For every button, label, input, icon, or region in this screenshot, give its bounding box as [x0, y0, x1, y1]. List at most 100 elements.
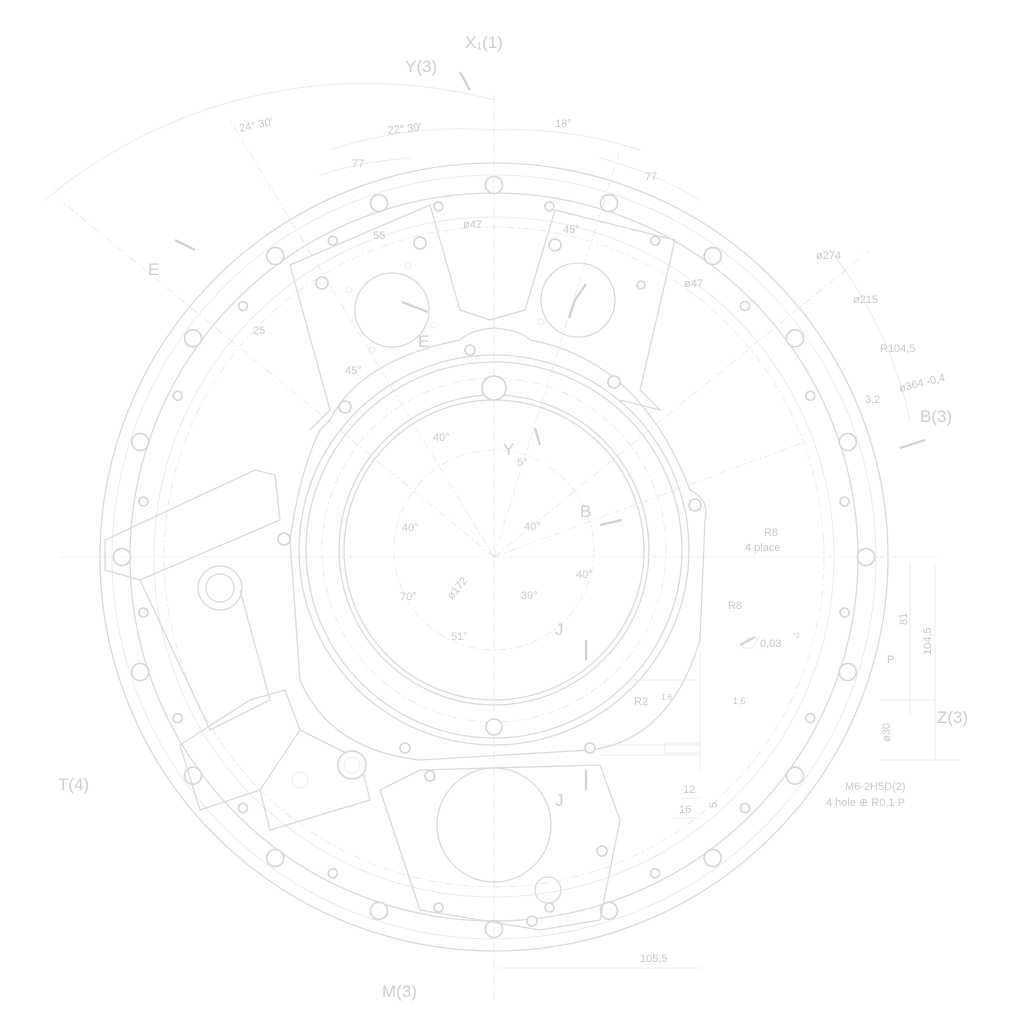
dim-25: 25 — [253, 325, 265, 337]
flange-bolt-hole — [599, 901, 619, 921]
label-b: B — [580, 502, 591, 521]
flange-small-hole — [138, 607, 149, 618]
dimension-labels: 24° 30′ 22° 30′ 18° 77 77 55 ø47 ø47 45°… — [238, 116, 946, 965]
flange-small-hole — [839, 607, 850, 618]
dim-d364: ø364 -0,4 — [898, 372, 947, 395]
left-arm-assembly — [104, 469, 371, 831]
note-holes: 4 hole ⊕ R0,1 P — [826, 797, 905, 809]
dim-40-top: 40° — [433, 432, 450, 444]
dim-22-30: 22° 30′ — [387, 121, 422, 136]
flange-bolt-hole — [183, 328, 203, 348]
label-z3: Z(3) — [937, 708, 968, 727]
dim-rough-1: 1,6 — [661, 693, 673, 702]
center-lines — [59, 95, 940, 1000]
dim-d274: ø274 — [816, 250, 841, 262]
angular-dimension-arcs — [44, 82, 911, 421]
flange-small-hole — [433, 201, 444, 212]
flange-bolt-hole — [703, 848, 723, 868]
dim-r8-place: R8 — [764, 527, 778, 539]
dim-24-30: 24° 30′ — [238, 116, 274, 135]
notes: M6-2H5D(2) 4 hole ⊕ R0,1 P — [826, 781, 906, 809]
flange-small-hole — [544, 201, 555, 212]
flange-small-hole — [739, 300, 751, 312]
label-j-lower: J — [555, 791, 564, 810]
dim-12: 12 — [683, 784, 695, 796]
dim-d30: ø30 — [881, 723, 893, 742]
dim-51: 51° — [451, 631, 468, 643]
flange-bolt-hole — [130, 432, 150, 452]
flange-small-hole — [544, 902, 555, 913]
dim-4-place: 4 place — [745, 542, 780, 554]
flange-small-hole — [433, 902, 444, 913]
flange-small-hole — [839, 496, 850, 507]
upper-bores — [289, 204, 676, 431]
dim-3-2: 3,2 — [865, 394, 880, 406]
flange-small-hole — [237, 802, 249, 814]
dim-rough-2: 1,6 — [733, 696, 746, 706]
dim-45-left: 45° — [345, 365, 362, 377]
note-thread: M6-2H5D(2) — [845, 781, 906, 793]
dim-flatness: 0,03 — [760, 638, 781, 650]
flange-small-hole — [804, 712, 816, 724]
label-e: E — [148, 260, 159, 279]
flange-small-hole — [649, 235, 661, 246]
label-m3: M(3) — [382, 982, 417, 1001]
flange-bolt-hole — [369, 901, 389, 921]
dim-flatness-sup: *2 — [793, 633, 800, 640]
flange-bolt-hole — [838, 432, 858, 452]
dim-r104: R104,5 — [880, 343, 915, 355]
dim-16: 16 — [679, 804, 691, 816]
central-housing — [277, 327, 707, 761]
label-x1: X₁(1) — [465, 33, 503, 52]
dim-40-mid: 40° — [524, 521, 541, 533]
flange-bolt-hole — [599, 193, 619, 213]
dim-105-5: 105,5 — [640, 953, 668, 965]
dim-39: 39° — [521, 590, 538, 602]
flange-small-hole — [138, 496, 149, 507]
dim-r2: R2 — [634, 696, 648, 708]
flange-bolt-hole — [785, 766, 805, 786]
bottom-bore — [379, 764, 621, 931]
flange-small-hole — [327, 867, 339, 879]
label-e-inner: E — [418, 332, 429, 351]
dim-77-right: 77 — [645, 171, 657, 183]
dim-104-5: 104,5 — [922, 627, 934, 655]
flatness-symbol — [741, 637, 759, 649]
dim-d172: ø172 — [445, 575, 470, 602]
flange-bolt-hole — [265, 848, 285, 868]
flange-small-hole — [327, 235, 339, 246]
dim-d47-left: ø47 — [463, 219, 482, 231]
dim-40-left: 40° — [402, 522, 419, 534]
dim-d215: ø215 — [853, 294, 878, 306]
label-j-upper: J — [555, 620, 564, 639]
dim-18: 18° — [555, 118, 572, 130]
section-labels: X₁(1) Y(3) E E B(3) B Y Z(3) T(4) M(3) J… — [58, 33, 968, 1001]
flange-bolt-hole — [703, 246, 723, 266]
small-hole-ring — [138, 201, 850, 913]
label-y3: Y(3) — [405, 57, 437, 76]
dim-5: 5° — [517, 457, 528, 469]
flange-small-hole — [172, 712, 183, 724]
dim-45-right: 45° — [563, 224, 580, 236]
label-y: Y — [503, 440, 514, 459]
dim-r8: R8 — [728, 600, 742, 612]
dim-81: 81 — [898, 613, 910, 625]
bolt-hole-ring — [112, 175, 876, 939]
dim-55: 55 — [373, 230, 385, 242]
flange-bolt-hole — [838, 662, 858, 682]
flange-bolt-hole — [785, 328, 805, 348]
flange-bolt-hole — [369, 193, 389, 213]
flange-small-hole — [172, 390, 183, 402]
label-t4: T(4) — [58, 775, 89, 794]
label-p: P — [887, 654, 894, 666]
dim-40-right: 40° — [576, 569, 593, 581]
flange-small-hole — [739, 802, 751, 814]
section-marks — [174, 71, 926, 790]
flange-bolt-hole — [265, 246, 285, 266]
flange-small-hole — [649, 867, 661, 879]
dim-70: 70° — [400, 591, 417, 603]
dim-5-small: 5 — [708, 802, 720, 808]
flange-small-hole — [804, 390, 816, 402]
dim-77-left: 77 — [352, 158, 364, 170]
